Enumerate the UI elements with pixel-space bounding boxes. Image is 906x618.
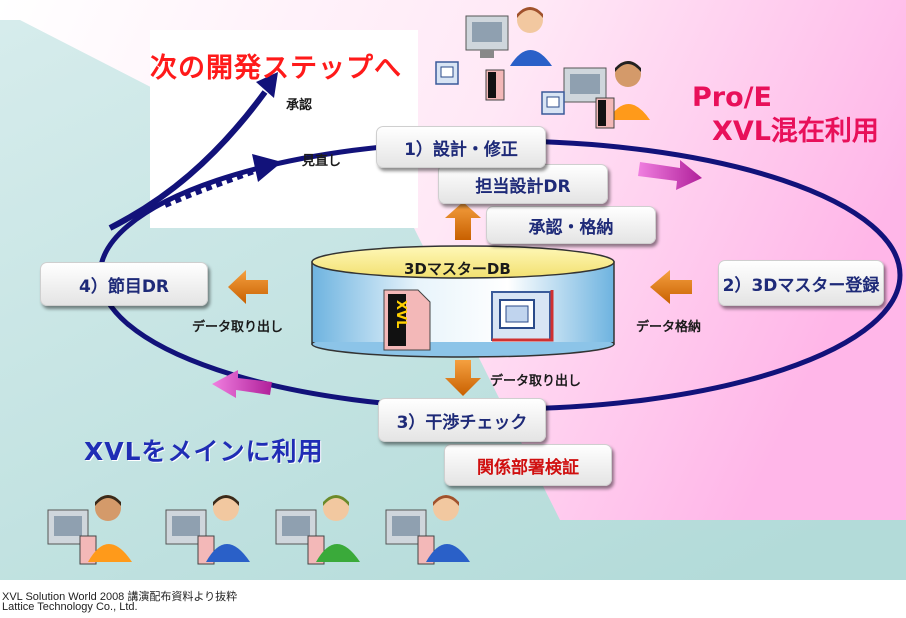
small-xvl-icon-1 — [485, 69, 505, 101]
data-out-left-label: データ取り出し — [192, 320, 284, 335]
small-xvl-icon-2 — [595, 97, 615, 129]
db-left-arrow — [228, 270, 268, 304]
db-down-arrow — [445, 360, 481, 396]
footer-source: XVL Solution World 2008 講演配布資料より抜粋 — [2, 591, 238, 603]
step-master-register: 2）3Dマスター登録 — [718, 260, 884, 306]
user-icon-proe-2 — [563, 61, 650, 120]
review-arrow — [163, 165, 264, 208]
data-store-label: データ格納 — [636, 320, 702, 335]
xvl-file-icon: XVL — [383, 289, 431, 351]
user-icon-xvl-4 — [385, 495, 470, 565]
cycle-arrow-right — [638, 160, 702, 190]
step-design-modify: 1）設計・修正 — [376, 126, 546, 168]
xvl-main-label: XVLをメインに利用 — [84, 437, 324, 466]
db-up-arrow — [445, 202, 481, 240]
footer-company: Lattice Technology Co., Ltd. — [2, 601, 138, 613]
title-next-step: 次の開発ステップへ — [150, 53, 402, 84]
step-interference-check: 3）干渉チェック — [378, 398, 546, 442]
cycle-arrow-left — [212, 370, 272, 398]
step-milestone-dr: 4）節目DR — [40, 262, 208, 306]
user-icon-xvl-2 — [165, 495, 250, 565]
database-label: 3DマスターDB — [404, 260, 511, 278]
small-proe-icon-2 — [541, 91, 565, 115]
svg-text:XVL: XVL — [393, 300, 408, 328]
approve-label: 承認 — [286, 98, 313, 113]
pro-e-label: Pro/E — [692, 82, 772, 113]
database-cylinder — [311, 245, 615, 358]
review-arrow-head — [252, 154, 282, 182]
next-step-panel — [150, 30, 418, 228]
user-icon-xvl-3 — [275, 495, 360, 565]
approve-arrow-head — [256, 72, 278, 98]
data-out-bottom-label: データ取り出し — [490, 374, 582, 389]
approve-arrow — [108, 90, 268, 231]
db-store-arrow — [650, 270, 692, 304]
proe-file-icon — [491, 290, 554, 342]
small-proe-icon-1 — [435, 61, 459, 85]
pro-e-mixed-label: XVL混在利用 — [712, 116, 879, 147]
step-designer-dr: 担当設計DR — [438, 164, 608, 204]
review-label: 見直し — [302, 154, 342, 169]
step-approve-store: 承認・格納 — [486, 206, 656, 244]
step-dept-verify: 関係部署検証 — [444, 444, 612, 486]
user-icon-xvl-1 — [47, 495, 132, 565]
user-icon-proe-1 — [465, 7, 552, 66]
